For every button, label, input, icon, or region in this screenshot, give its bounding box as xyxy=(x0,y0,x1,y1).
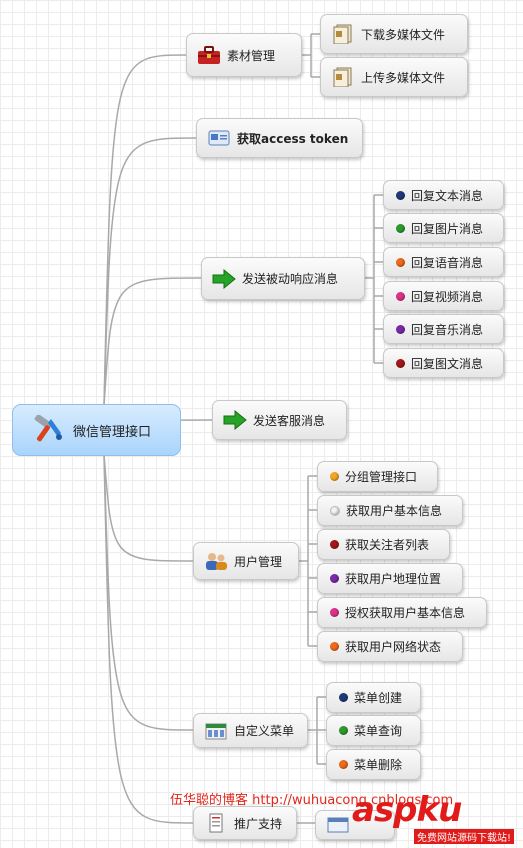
leaf-label: 菜单创建 xyxy=(354,691,403,705)
site-logo-subtitle: 免费网站源码下载站! xyxy=(414,829,515,844)
pink-dot-icon xyxy=(396,291,405,301)
orange-dot-icon xyxy=(339,760,348,769)
blog-watermark: 伍华聪的博客 http://wuhuacong.cnblogs.com xyxy=(170,793,454,808)
pink-dot-icon xyxy=(330,608,339,617)
leaf-label: 下载多媒体文件 xyxy=(361,27,446,42)
leaf-label: 分组管理接口 xyxy=(345,470,418,484)
toolbox-icon xyxy=(197,45,221,65)
branch-material[interactable]: 素材管理 xyxy=(186,33,302,77)
root-branch-connector xyxy=(103,277,202,407)
window-icon xyxy=(326,815,350,835)
leaf-reply-video[interactable]: 回复视频消息 xyxy=(383,281,504,311)
leaf-reply-news[interactable]: 回复图文消息 xyxy=(383,348,504,378)
leaf-follower-list[interactable]: 获取关注者列表 xyxy=(317,529,450,560)
root-branch-connector xyxy=(103,453,194,731)
branch-label: 推广支持 xyxy=(234,816,283,831)
tools-icon xyxy=(31,414,65,445)
leaf-menu-query[interactable]: 菜单查询 xyxy=(326,715,421,746)
branch-label: 自定义菜单 xyxy=(234,724,295,738)
file-stack-icon xyxy=(331,24,355,45)
leaf-user-basic-info[interactable]: 获取用户基本信息 xyxy=(317,495,463,526)
leaf-label: 回复图文消息 xyxy=(411,356,484,371)
green-arrow-icon xyxy=(212,268,236,289)
branch-label: 发送被动响应消息 xyxy=(242,272,339,286)
green-dot-icon xyxy=(339,726,348,735)
leaf-group-management[interactable]: 分组管理接口 xyxy=(317,461,438,492)
branch-label: 获取access token xyxy=(237,131,349,146)
branch-passive-reply[interactable]: 发送被动响应消息 xyxy=(201,257,365,300)
leaf-label: 授权获取用户基本信息 xyxy=(345,606,466,620)
blue-dot-icon xyxy=(396,190,405,200)
root-label: 微信管理接口 xyxy=(73,424,152,440)
root-branch-connector xyxy=(103,453,194,562)
branch-promotion[interactable]: 推广支持 xyxy=(193,806,297,840)
leaf-label: 获取关注者列表 xyxy=(345,538,430,552)
leaf-user-location[interactable]: 获取用户地理位置 xyxy=(317,563,463,594)
branch-customer-service[interactable]: 发送客服消息 xyxy=(212,400,347,440)
leaf-label: 回复语音消息 xyxy=(411,255,484,270)
purple-dot-icon xyxy=(330,574,339,583)
orange-dot-icon xyxy=(330,642,339,651)
leaf-menu-create[interactable]: 菜单创建 xyxy=(326,682,421,713)
root-node[interactable]: 微信管理接口 xyxy=(12,404,181,456)
leaf-label: 菜单删除 xyxy=(354,758,403,772)
root-branch-connector xyxy=(103,453,194,824)
yellow-dot-icon xyxy=(330,472,339,481)
leaf-label: 上传多媒体文件 xyxy=(361,70,446,85)
purple-dot-icon xyxy=(396,324,405,334)
white-dot-icon xyxy=(330,505,340,516)
leaf-oauth-user-info[interactable]: 授权获取用户基本信息 xyxy=(317,597,487,628)
users-icon xyxy=(204,551,228,571)
leaf-label: 获取用户基本信息 xyxy=(346,504,443,518)
site-logo: aspku xyxy=(352,790,462,830)
leaf-partial[interactable] xyxy=(315,810,395,840)
menu-icon xyxy=(204,721,228,741)
leaf-network-status[interactable]: 获取用户网络状态 xyxy=(317,631,463,662)
root-branch-connector xyxy=(103,54,187,407)
leaf-upload-media[interactable]: 上传多媒体文件 xyxy=(320,57,468,97)
green-dot-icon xyxy=(396,223,405,233)
branch-label: 素材管理 xyxy=(227,48,276,63)
branch-label: 发送客服消息 xyxy=(253,413,326,428)
leaf-label: 回复音乐消息 xyxy=(411,322,484,337)
file-stack-icon xyxy=(331,67,355,88)
branch-access-token[interactable]: 获取access token xyxy=(196,118,363,158)
leaf-label: 获取用户地理位置 xyxy=(345,572,442,586)
leaf-reply-text[interactable]: 回复文本消息 xyxy=(383,180,504,210)
leaf-menu-delete[interactable]: 菜单删除 xyxy=(326,749,421,780)
red-dot-icon xyxy=(396,358,405,368)
root-branch-connector xyxy=(103,137,197,407)
leaf-download-media[interactable]: 下载多媒体文件 xyxy=(320,14,468,54)
branch-custom-menu[interactable]: 自定义菜单 xyxy=(193,713,308,748)
leaf-reply-voice[interactable]: 回复语音消息 xyxy=(383,247,504,277)
branch-label: 用户管理 xyxy=(234,554,283,569)
branch-user-management[interactable]: 用户管理 xyxy=(193,542,299,580)
leaf-reply-music[interactable]: 回复音乐消息 xyxy=(383,314,504,344)
leaf-label: 回复图片消息 xyxy=(411,221,484,236)
document-icon xyxy=(204,813,228,833)
red-dot-icon xyxy=(330,540,339,549)
leaf-label: 菜单查询 xyxy=(354,724,403,738)
leaf-label: 回复视频消息 xyxy=(411,289,484,304)
orange-dot-icon xyxy=(396,257,405,267)
green-arrow-icon xyxy=(223,409,247,431)
leaf-label: 回复文本消息 xyxy=(411,188,484,203)
blue-dot-icon xyxy=(339,693,348,702)
leaf-reply-image[interactable]: 回复图片消息 xyxy=(383,213,504,243)
leaf-label: 获取用户网络状态 xyxy=(345,640,442,654)
id-card-icon xyxy=(207,128,231,148)
